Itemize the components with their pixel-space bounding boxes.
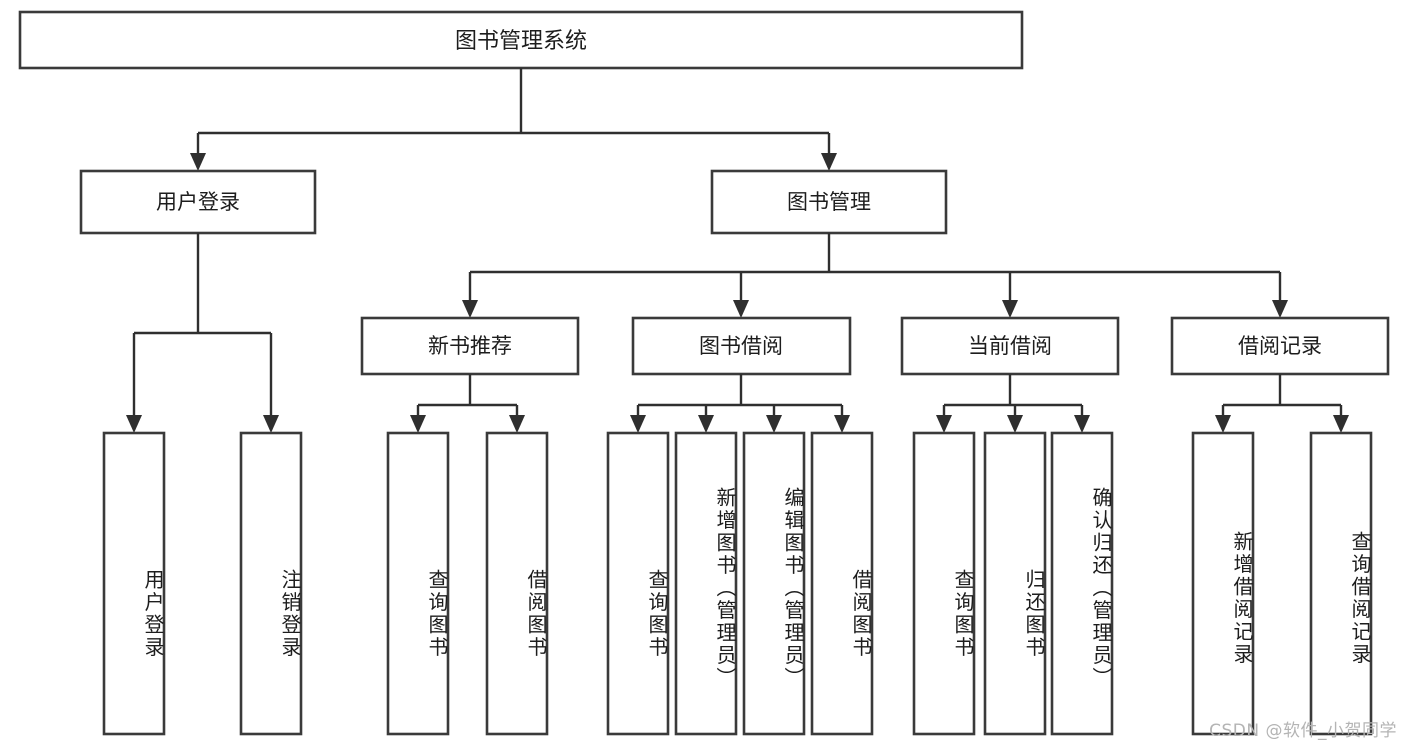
leaf-borrow-book-2-rect[interactable] [810, 431, 874, 736]
node-new-book-recommend-label: 新书推荐 [428, 334, 512, 358]
arrow-head-current-borrow [1002, 300, 1018, 318]
arrow-head-borrow-record [1272, 300, 1288, 318]
node-current-borrow-label: 当前借阅 [968, 334, 1052, 358]
leaf-confirm-return-rect[interactable] [1050, 431, 1114, 736]
connector-current-borrow-to-leaves [936, 374, 1090, 433]
arrow-head-book-manage [821, 153, 837, 171]
leaf-edit-book-rect[interactable] [742, 431, 806, 736]
node-current-borrow-rect [900, 316, 1120, 376]
leaf-add-borrow-record-rect[interactable] [1191, 431, 1255, 736]
connector-user-login-to-leaves [126, 233, 279, 433]
arrow-head-leaf-user-login [126, 415, 142, 433]
arrow-head-user-login [190, 153, 206, 171]
node-book-manage-label: 图书管理 [787, 190, 871, 214]
csdn-watermark: CSDN @软件_小贺同学 [1209, 721, 1397, 741]
leaf-add-book-rect[interactable] [674, 431, 738, 736]
connector-book-borrow-to-leaves [630, 374, 850, 433]
node-root-rect [18, 10, 1024, 70]
arrow-head-leaf-query-borrow-record [1333, 415, 1349, 433]
node-borrow-record[interactable]: 借阅记录 [1170, 316, 1390, 376]
arrow-head-leaf-query-book-1 [410, 415, 426, 433]
node-user-login-rect [79, 169, 317, 235]
leaf-query-book-1-rect[interactable] [386, 431, 450, 736]
node-book-borrow[interactable]: 图书借阅 [631, 316, 852, 376]
connector-borrow-record-to-leaves [1215, 374, 1349, 433]
leaf-user-logout-rect[interactable] [239, 431, 303, 736]
connector-root-to-level2 [190, 68, 837, 171]
arrow-head-leaf-add-book [698, 415, 714, 433]
connector-book-manage-to-level3 [462, 233, 1288, 318]
arrow-head-leaf-user-logout [263, 415, 279, 433]
node-new-book-recommend[interactable]: 新书推荐 [360, 316, 580, 376]
node-root[interactable]: 图书管理系统 [18, 10, 1024, 70]
arrow-head-leaf-return-book [1007, 415, 1023, 433]
arrow-head-leaf-borrow-book-2 [834, 415, 850, 433]
node-user-login[interactable]: 用户登录 [79, 169, 317, 235]
node-root-label: 图书管理系统 [455, 29, 587, 54]
leaf-borrow-book-1-rect[interactable] [485, 431, 549, 736]
arrow-head-book-borrow [733, 300, 749, 318]
arrow-head-leaf-query-book-2 [630, 415, 646, 433]
arrow-head-leaf-borrow-book-1 [509, 415, 525, 433]
node-new-book-recommend-rect [360, 316, 580, 376]
connector-new-book-recommend-to-leaves [410, 374, 525, 433]
arrow-head-new-book-recommend [462, 300, 478, 318]
leaf-nodes-group [102, 431, 1373, 736]
node-book-borrow-label: 图书借阅 [699, 334, 783, 358]
arrow-head-leaf-add-borrow-record [1215, 415, 1231, 433]
leaf-query-book-2-rect[interactable] [606, 431, 670, 736]
arrow-head-leaf-query-book-3 [936, 415, 952, 433]
arrow-head-leaf-edit-book [766, 415, 782, 433]
leaf-query-book-3-rect[interactable] [912, 431, 976, 736]
leaf-query-borrow-record-rect[interactable] [1309, 431, 1373, 736]
node-book-manage[interactable]: 图书管理 [710, 169, 948, 235]
arrow-head-leaf-confirm-return [1074, 415, 1090, 433]
node-current-borrow[interactable]: 当前借阅 [900, 316, 1120, 376]
leaf-user-login-rect[interactable] [102, 431, 166, 736]
leaf-return-book-rect[interactable] [983, 431, 1047, 736]
node-user-login-label: 用户登录 [156, 190, 240, 214]
node-borrow-record-label: 借阅记录 [1238, 334, 1322, 358]
